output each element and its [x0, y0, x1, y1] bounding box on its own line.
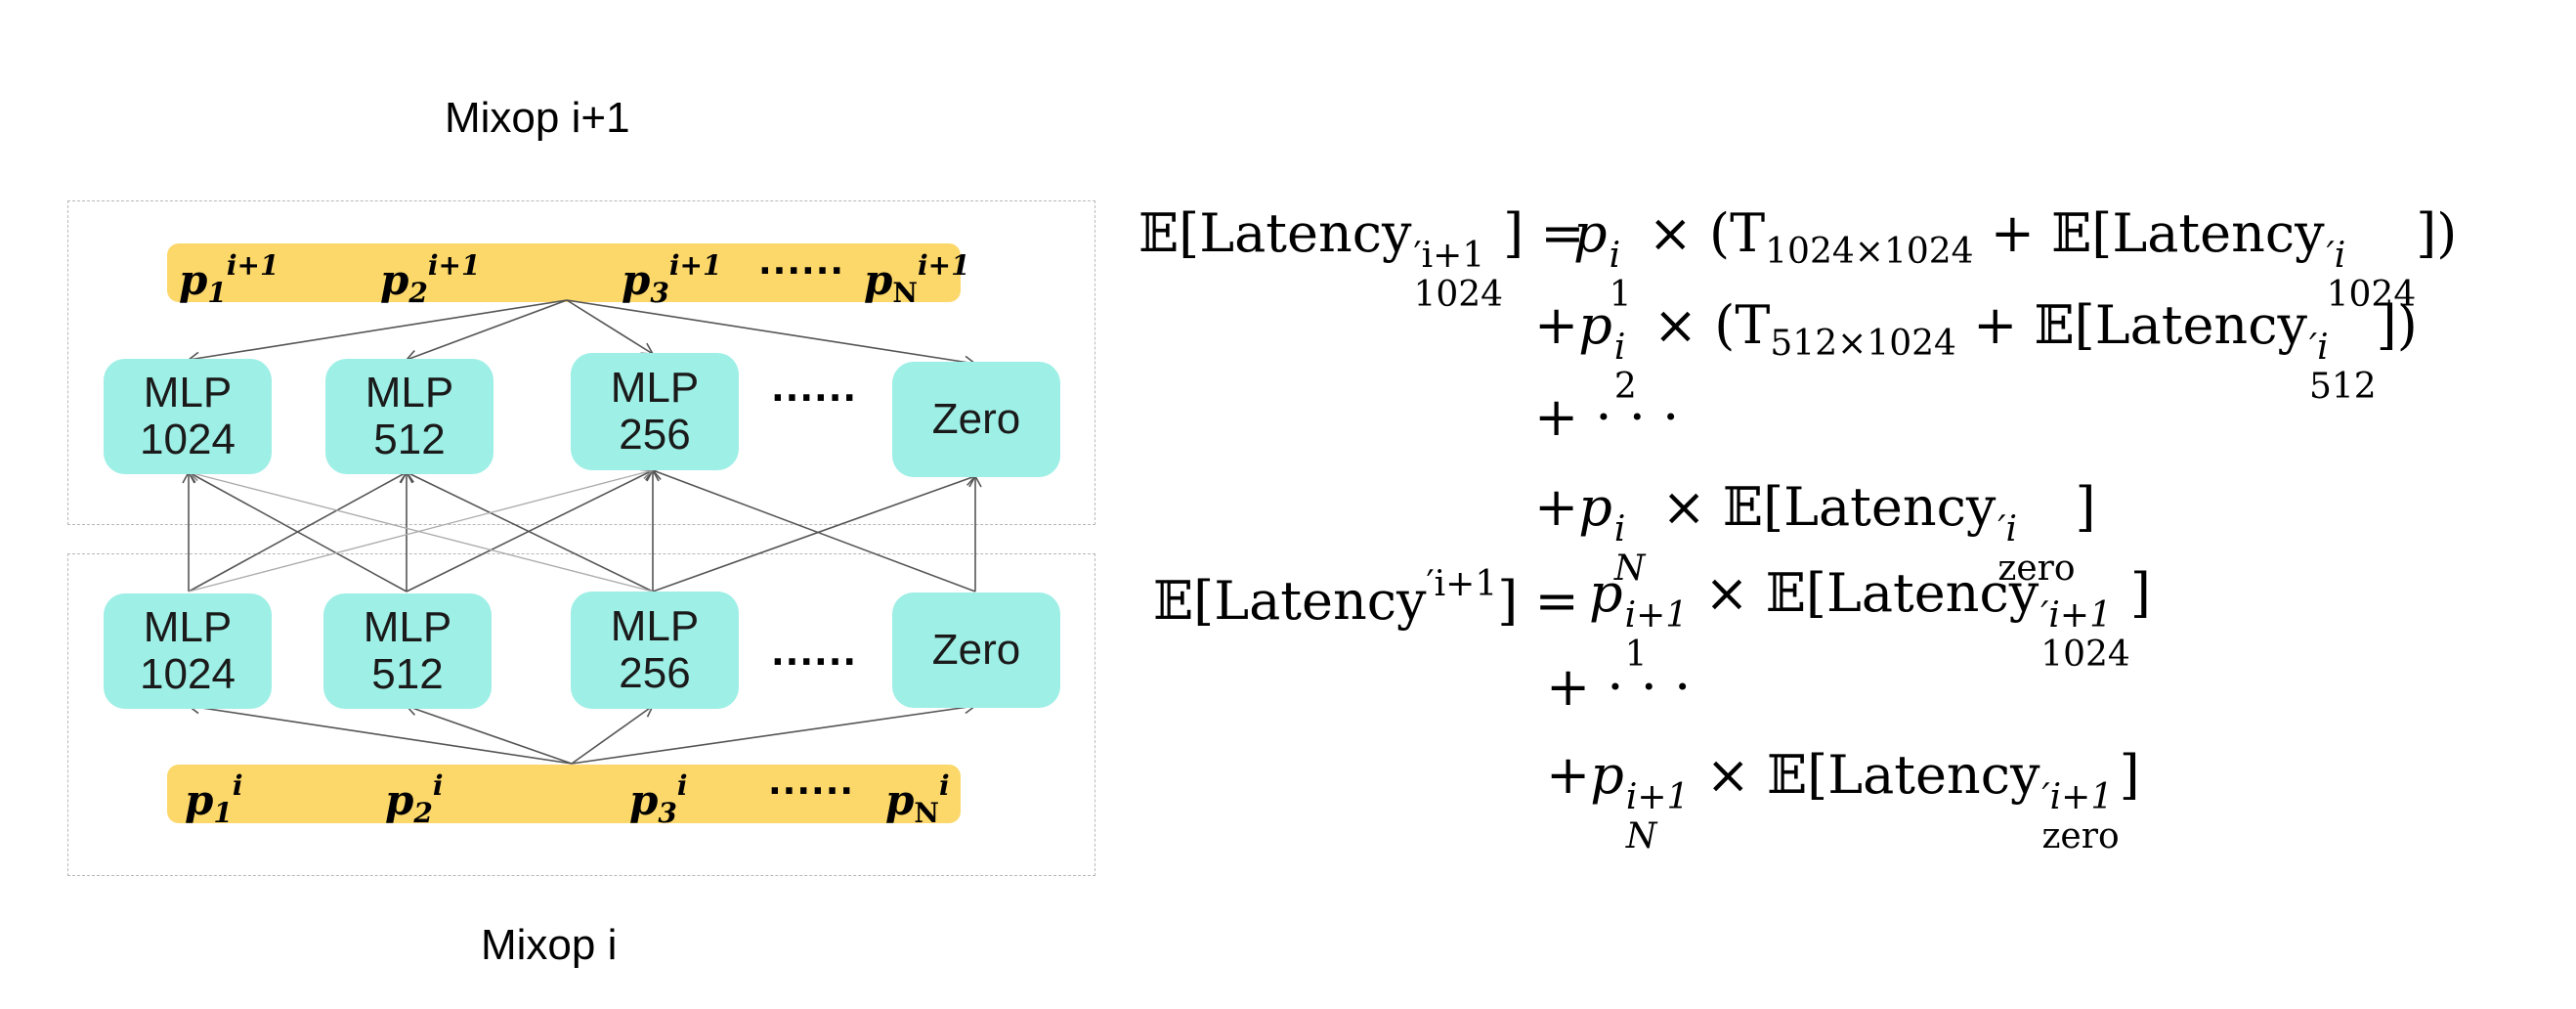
mixop-top-frame: [67, 200, 1095, 525]
mixop-bottom-frame: [67, 553, 1095, 876]
arrow-top-bar-to-mlp512: [405, 299, 568, 363]
arrow-mid-512-to-256: [406, 468, 655, 592]
arrow-top-bar-to-mlp1024: [187, 299, 568, 365]
top-prob-1: p1i+1: [179, 249, 279, 309]
top-prob-bar: [167, 243, 961, 302]
bottom-op-zero: Zero: [892, 592, 1060, 708]
bottom-op-mlp-256: MLP 256: [571, 592, 739, 709]
bottom-prob-n: pNi: [885, 769, 950, 829]
top-op-mlp-256: MLP 256: [571, 353, 739, 470]
arrow-top-bar-to-mlp256: [566, 299, 655, 355]
top-prob-n: pNi+1: [864, 249, 970, 309]
top-op-zero: Zero: [892, 362, 1060, 477]
arrow-bottom-bar-to-zero: [571, 700, 977, 765]
mixop-top-title: Mixop i+1: [445, 94, 630, 142]
bottom-op-mlp-512: MLP 512: [323, 593, 492, 709]
bottom-ops-ellipsis: ......: [771, 634, 858, 674]
arrow-mid-512-to-1024: [187, 471, 408, 592]
arrow-mid-256-to-1024: [187, 468, 654, 592]
arrow-bottom-bar-to-mlp256: [571, 705, 655, 765]
top-prob-2: p2i+1: [380, 249, 481, 309]
top-op-mlp-1024: MLP 1024: [104, 359, 272, 474]
arrow-bottom-bar-to-mlp512: [405, 703, 573, 765]
arrow-mid-256-to-zero: [652, 473, 977, 592]
arrow-top-bar-to-zero: [566, 299, 977, 369]
mixop-bottom-title: Mixop i: [481, 921, 618, 969]
top-ops-ellipsis: ......: [771, 370, 858, 410]
eq2-lhs: 𝔼[Latency′i+1] =: [1153, 564, 1579, 632]
arrow-bottom-bar-to-mlp1024: [187, 700, 573, 765]
bottom-prob-3: p3i: [629, 769, 688, 829]
arrow-mid-zero-to-256: [651, 467, 976, 592]
bottom-prob-bar: [167, 765, 961, 823]
bottom-prob-ellipsis: ......: [768, 763, 855, 803]
eq2-line2: + · · ·: [1546, 656, 1692, 718]
bottom-prob-2: p2i: [385, 769, 444, 829]
eq1-line3: + · · ·: [1534, 386, 1680, 448]
bottom-op-mlp-1024: MLP 1024: [104, 593, 272, 709]
top-op-mlp-512: MLP 512: [325, 359, 494, 474]
arrow-mid-1024-to-256: [188, 466, 655, 592]
bottom-prob-1: p1i: [185, 769, 243, 829]
top-prob-ellipsis: ......: [758, 242, 845, 283]
top-prob-3: p3i+1: [622, 249, 722, 309]
arrow-mid-256-to-512: [405, 470, 654, 592]
